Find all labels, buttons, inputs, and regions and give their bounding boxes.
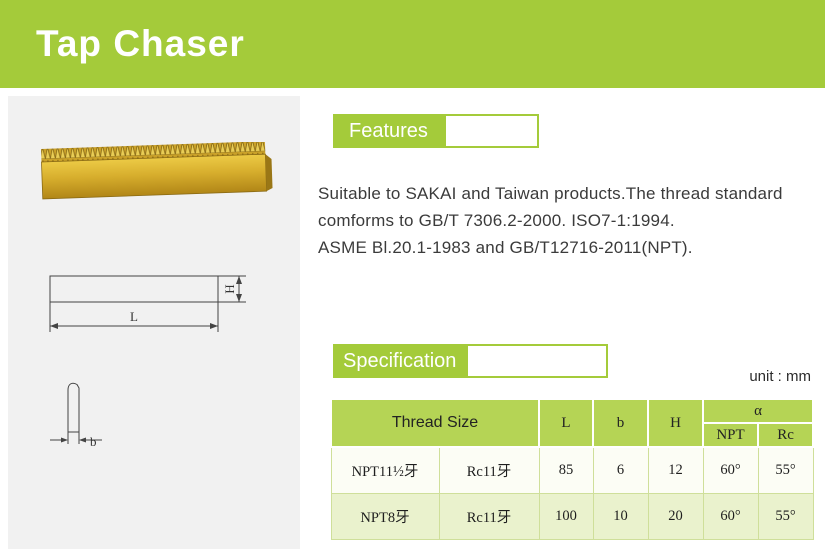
dim-label-height: H xyxy=(222,284,237,293)
tap-chaser-bar xyxy=(41,142,273,200)
features-description: Suitable to SAKAI and Taiwan products.Th… xyxy=(318,180,783,261)
cell-angle-rc: 55° xyxy=(757,493,814,540)
col-header-alpha: α xyxy=(702,398,815,424)
features-heading-box xyxy=(443,114,539,148)
cell-rc-name: Rc11牙 xyxy=(438,493,540,540)
cell-npt-name: NPT8牙 xyxy=(330,493,440,540)
col-header-L: L xyxy=(538,398,595,448)
table-row: NPT11½牙 Rc11牙 85 6 12 60° 55° xyxy=(330,446,814,494)
cell-H: 20 xyxy=(647,493,704,540)
cell-angle-npt: 60° xyxy=(702,493,759,540)
dimension-drawing-side: b xyxy=(50,382,102,449)
col-header-thread-size: Thread Size xyxy=(329,398,541,448)
unit-note: unit : mm xyxy=(749,368,811,385)
cell-b: 10 xyxy=(592,493,649,540)
col-header-b: b xyxy=(592,398,650,448)
page-banner: Tap Chaser xyxy=(0,0,825,88)
col-header-alpha-rc: Rc xyxy=(757,422,815,448)
specification-badge: Specification xyxy=(333,344,467,378)
description-line: comforms to GB/T 7306.2-2000. ISO7-1:199… xyxy=(318,211,675,230)
dimension-drawing-top: H L xyxy=(49,275,246,332)
cell-rc-name: Rc11牙 xyxy=(438,446,540,494)
cell-npt-name: NPT11½牙 xyxy=(330,446,440,494)
col-header-H: H xyxy=(647,398,705,448)
product-panel: H L b xyxy=(8,96,300,549)
cell-L: 100 xyxy=(538,493,594,540)
specification-heading-box xyxy=(466,344,609,378)
description-line: ASME Bl.20.1-1983 and GB/T12716-2011(NPT… xyxy=(318,238,693,257)
cell-angle-npt: 60° xyxy=(702,446,759,494)
page-title: Tap Chaser xyxy=(36,23,245,64)
col-header-alpha-npt: NPT xyxy=(702,422,760,448)
features-badge: Features xyxy=(333,114,444,148)
cell-angle-rc: 55° xyxy=(757,446,814,494)
dim-label-length: L xyxy=(130,309,138,324)
cell-L: 85 xyxy=(538,446,594,494)
product-photo xyxy=(41,142,273,200)
table-row: NPT8牙 Rc11牙 100 10 20 60° 55° xyxy=(330,493,814,540)
features-heading: Features xyxy=(333,114,539,148)
dim-label-width: b xyxy=(90,434,97,449)
cell-b: 6 xyxy=(592,446,649,494)
specification-heading: Specification xyxy=(333,344,609,378)
specification-table: Thread Size L b H α NPT Rc NPT11½牙 Rc11牙… xyxy=(329,398,815,540)
description-line: Suitable to SAKAI and Taiwan products.Th… xyxy=(318,184,783,203)
cell-H: 12 xyxy=(647,446,704,494)
